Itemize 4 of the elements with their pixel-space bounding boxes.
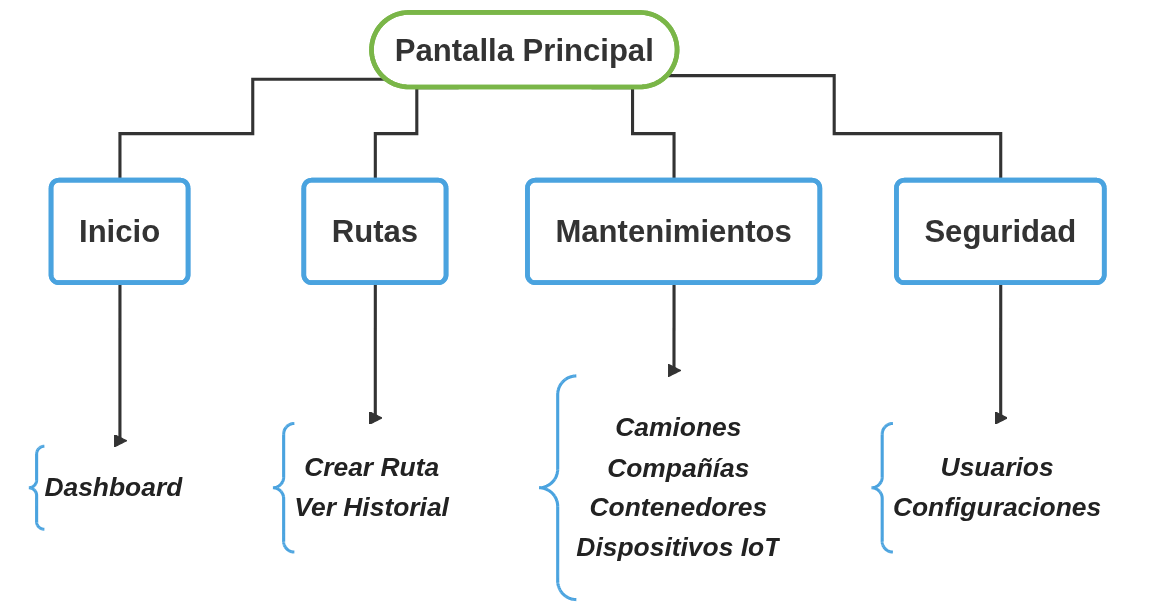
node-text: Dashboard: [44, 472, 183, 503]
node-text: Usuarios Configuraciones: [892, 452, 1102, 522]
node-text: Camiones Compañías Contenedores Dispositivos IoT: [576, 413, 781, 562]
node-text: Crear Ruta Ver Historial: [294, 452, 449, 522]
